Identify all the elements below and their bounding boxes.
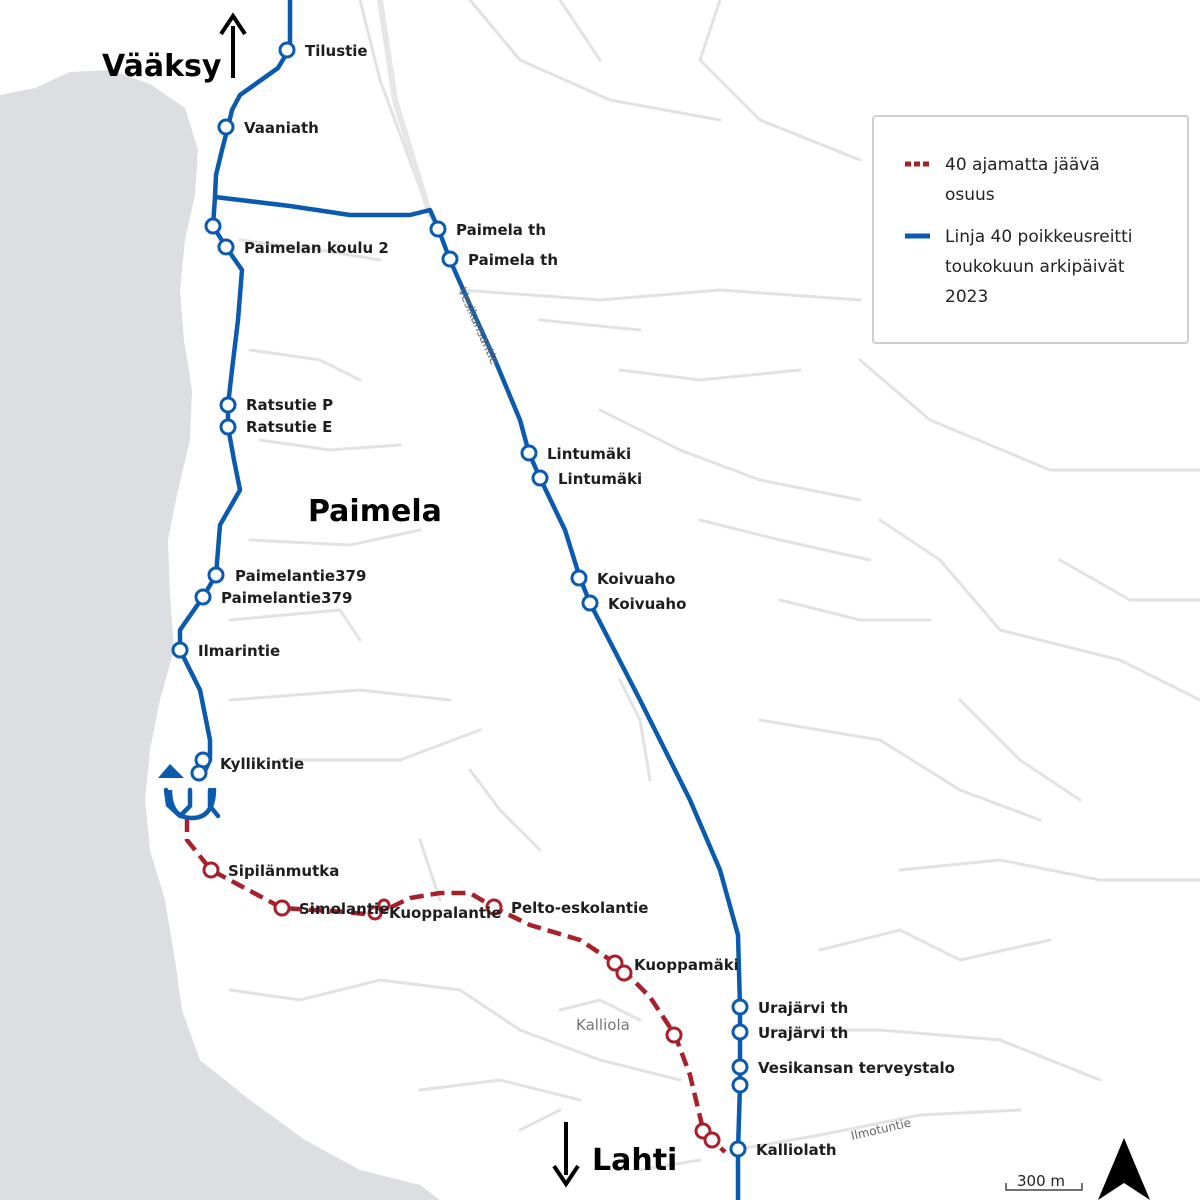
stop-marker-ilmarintie[interactable] [171, 641, 189, 659]
stop-label-koivuaho-1: Koivuaho [597, 570, 675, 588]
stop-label-urajarvi-th-1: Urajärvi th [758, 999, 848, 1017]
stop-label-pelto-eskolantie: Pelto-eskolantie [511, 899, 648, 917]
place-label-vaaksy: Vääksy [102, 49, 222, 84]
stop-marker-lintumaki-1[interactable] [520, 444, 538, 462]
lake-inlet [60, 990, 110, 1068]
stop-label-kalliolath: Kalliolath [756, 1141, 837, 1159]
stop-marker-vesikansan-terveystalo-b[interactable] [731, 1076, 749, 1094]
stop-marker-kalliola-south[interactable] [665, 1026, 683, 1044]
stop-label-paimelan-koulu-2: Paimelan koulu 2 [244, 239, 389, 257]
stop-label-ratsutie-e: Ratsutie E [246, 418, 332, 436]
stop-marker-paimelantie379-1[interactable] [207, 566, 225, 584]
stop-label-urajarvi-th-2: Urajärvi th [758, 1024, 848, 1042]
stop-marker-tilustie[interactable] [278, 41, 296, 59]
stop-marker-kyllikintie-2[interactable] [190, 764, 208, 782]
stop-label-paimelantie379-2: Paimelantie379 [221, 589, 352, 607]
lake-water [0, 70, 440, 1200]
legend-detour-text-2: toukokuun arkipäivät [945, 257, 1125, 277]
scale-bar: 300 m [1005, 1172, 1083, 1191]
skipped-route-line [184, 818, 727, 1154]
stop-label-paimelantie379-1: Paimelantie379 [235, 567, 366, 585]
stop-label-kuoppalantie: Kuoppalantie [389, 904, 501, 922]
stop-marker-sipilanmutka[interactable] [202, 861, 220, 879]
stop-label-tilustie: Tilustie [305, 42, 368, 60]
stop-marker-kalliolath-red-2[interactable] [703, 1131, 721, 1149]
main-road-underlay [377, 0, 433, 218]
road-label-vesikansantie: Vesikansantie [455, 286, 501, 367]
road-label-ilmotuntie: Ilmotuntie [850, 1116, 913, 1143]
legend: 40 ajamatta jäävä osuus Linja 40 poikkeu… [872, 115, 1189, 344]
stop-label-simolantie: Simolantie [299, 900, 389, 918]
scale-label: 300 m [1017, 1172, 1065, 1190]
north-arrow-icon [219, 12, 247, 78]
background-roads [228, 0, 1200, 1172]
stop-marker-paimelan-koulu-2[interactable] [217, 238, 235, 256]
stop-label-paimela-th-2: Paimela th [468, 251, 558, 269]
stop-label-koivuaho-2: Koivuaho [608, 595, 686, 613]
stop-marker-lintumaki-2[interactable] [531, 469, 549, 487]
compass-north-icon [1098, 1138, 1150, 1200]
legend-detour-text-3: 2023 [945, 287, 988, 307]
place-label-kalliola: Kalliola [576, 1016, 630, 1034]
stop-label-ilmarintie: Ilmarintie [198, 642, 280, 660]
stop-marker-paimelan-koulu-a[interactable] [204, 217, 222, 235]
u-turn-arrowhead [158, 764, 184, 778]
stop-marker-urajarvi-th-2[interactable] [731, 1023, 749, 1041]
stop-marker-kuoppalantie-b[interactable] [377, 898, 391, 912]
stop-label-ratsutie-p: Ratsutie P [246, 396, 333, 414]
stop-marker-ratsutie-p[interactable] [219, 396, 237, 414]
stop-label-kuoppamaki: Kuoppamäki [634, 956, 739, 974]
stop-label-lintumaki-1: Lintumäki [547, 445, 631, 463]
stop-marker-paimela-th-1[interactable] [429, 220, 447, 238]
stop-marker-koivuaho-2[interactable] [581, 594, 599, 612]
stop-label-kyllikintie: Kyllikintie [220, 755, 304, 773]
stop-marker-paimela-th-2[interactable] [441, 250, 459, 268]
place-label-lahti: Lahti [592, 1143, 677, 1178]
stop-marker-koivuaho-1[interactable] [570, 569, 588, 587]
legend-detour-text-1: Linja 40 poikkeusreitti [945, 227, 1133, 247]
stop-marker-kalliolath[interactable] [729, 1140, 747, 1158]
stop-label-paimela-th-1: Paimela th [456, 221, 546, 239]
stop-marker-kuoppamaki-1[interactable] [606, 954, 624, 972]
stop-label-vesikansan-terveystalo: Vesikansan terveystalo [758, 1059, 955, 1077]
stop-marker-pelto-eskolantie[interactable] [485, 898, 503, 916]
stop-marker-ratsutie-e[interactable] [219, 418, 237, 436]
stop-marker-vaaniath[interactable] [217, 118, 235, 136]
stop-marker-urajarvi-th-1[interactable] [731, 998, 749, 1016]
south-arrow-icon [552, 1122, 580, 1188]
place-label-paimela: Paimela [308, 494, 442, 529]
u-turn-arrow [167, 787, 217, 821]
stop-marker-kuoppalantie-a[interactable] [367, 905, 383, 921]
stop-marker-kuoppamaki-2[interactable] [615, 964, 633, 982]
stop-label-vaaniath: Vaaniath [244, 119, 319, 137]
stop-label-sipilanmutka: Sipilänmutka [228, 862, 339, 880]
stop-label-lintumaki-2: Lintumäki [558, 470, 642, 488]
stop-marker-simolantie[interactable] [273, 899, 291, 917]
legend-skipped-text-2: osuus [945, 185, 995, 205]
legend-box [872, 115, 1189, 344]
stop-marker-vesikansan-terveystalo[interactable] [731, 1058, 749, 1076]
legend-skipped-text-1: 40 ajamatta jäävä [945, 155, 1100, 175]
stop-marker-paimelantie379-2[interactable] [194, 588, 212, 606]
